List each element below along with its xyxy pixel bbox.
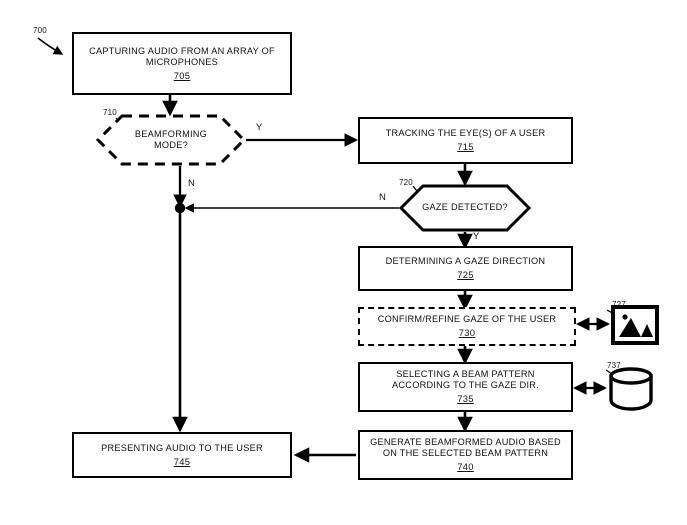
node-presenting-audio-ref: 745: [173, 455, 191, 467]
ref-710: 710: [103, 108, 117, 117]
decision-beamforming-mode-label: BEAMFORMING MODE?: [134, 128, 208, 151]
decision-gaze-detected-label: GAZE DETECTED?: [422, 202, 508, 213]
node-determining-gaze-direction-ref: 725: [457, 269, 474, 281]
node-presenting-audio-label: PRESENTING AUDIO TO THE USER: [101, 442, 263, 453]
node-selecting-beam-pattern-ref: 735: [457, 393, 474, 405]
decision-beamforming-mode[interactable]: BEAMFORMING MODE?: [96, 114, 246, 166]
node-determining-gaze-direction-label: DETERMINING A GAZE DIRECTION: [385, 256, 546, 267]
node-confirm-refine-gaze-label: CONFIRM/REFINE GAZE OF THE USER: [377, 314, 557, 325]
node-confirm-refine-gaze-ref: 730: [458, 327, 476, 339]
node-generate-beamformed-audio-ref: 740: [457, 461, 474, 473]
node-tracking-eyes-ref: 715: [457, 141, 474, 153]
node-generate-beamformed-audio[interactable]: GENERATE BEAMFORMED AUDIO BASED ON THE S…: [358, 430, 573, 480]
node-selecting-beam-pattern-label: SELECTING A BEAM PATTERN ACCORDING TO TH…: [392, 369, 539, 391]
decision-gaze-detected[interactable]: GAZE DETECTED?: [399, 184, 531, 232]
node-capturing-audio-ref: 705: [173, 69, 191, 81]
node-selecting-beam-pattern[interactable]: SELECTING A BEAM PATTERN ACCORDING TO TH…: [358, 362, 573, 412]
node-capturing-audio-label: CAPTURING AUDIO FROM AN ARRAY OF MICROPH…: [89, 45, 275, 67]
database-cylinder-icon[interactable]: [607, 366, 655, 417]
figure-callout-arrow: [37, 37, 64, 55]
ref-727: 727: [612, 300, 626, 309]
branch-gaze-no: N: [379, 192, 386, 203]
node-tracking-eyes-label: TRACKING THE EYE(S) OF A USER: [385, 128, 546, 139]
ref-737: 737: [607, 361, 621, 370]
node-presenting-audio[interactable]: PRESENTING AUDIO TO THE USER 745: [72, 432, 292, 478]
branch-beamforming-yes: Y: [256, 122, 263, 133]
figure-ref-700: 700: [33, 26, 47, 35]
node-determining-gaze-direction[interactable]: DETERMINING A GAZE DIRECTION 725: [358, 246, 573, 291]
node-tracking-eyes[interactable]: TRACKING THE EYE(S) OF A USER 715: [358, 117, 573, 164]
branch-beamforming-no: N: [188, 178, 195, 189]
image-photo-icon[interactable]: [611, 305, 659, 350]
node-confirm-refine-gaze[interactable]: CONFIRM/REFINE GAZE OF THE USER 730: [358, 307, 576, 346]
branch-gaze-yes: Y: [473, 231, 480, 242]
ref-720: 720: [399, 178, 413, 187]
node-capturing-audio[interactable]: CAPTURING AUDIO FROM AN ARRAY OF MICROPH…: [72, 32, 292, 95]
node-generate-beamformed-audio-label: GENERATE BEAMFORMED AUDIO BASED ON THE S…: [370, 437, 561, 459]
